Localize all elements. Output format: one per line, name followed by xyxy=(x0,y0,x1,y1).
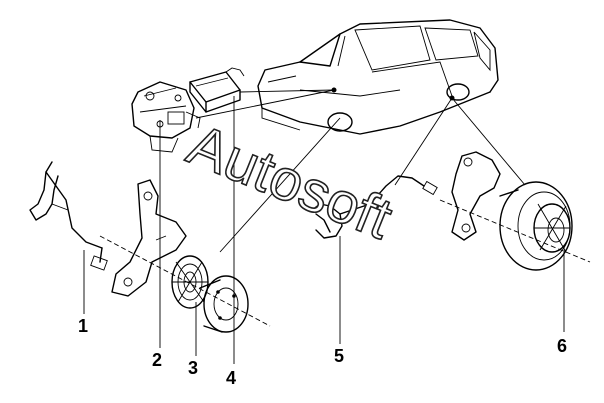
rear-knuckle xyxy=(451,151,501,241)
callout-3: 3 xyxy=(188,358,198,378)
rear-wheel-speed-sensor xyxy=(311,175,438,239)
leader-lines xyxy=(195,89,526,253)
callout-6: 6 xyxy=(557,336,567,356)
callout-2: 2 xyxy=(152,350,162,370)
callout-leaders xyxy=(83,96,565,364)
rear-hub-tone-ring xyxy=(499,181,573,271)
front-tone-ring xyxy=(171,255,209,309)
callout-1: 1 xyxy=(78,316,88,336)
abs-control-module xyxy=(189,67,245,113)
car-body xyxy=(257,19,499,135)
front-wheel-speed-sensor xyxy=(29,161,108,271)
callout-5: 5 xyxy=(334,346,344,366)
abs-hydraulic-unit xyxy=(131,81,201,153)
callout-4: 4 xyxy=(226,368,236,388)
front-wheel-hub xyxy=(199,275,249,333)
front-steering-knuckle xyxy=(111,179,187,297)
